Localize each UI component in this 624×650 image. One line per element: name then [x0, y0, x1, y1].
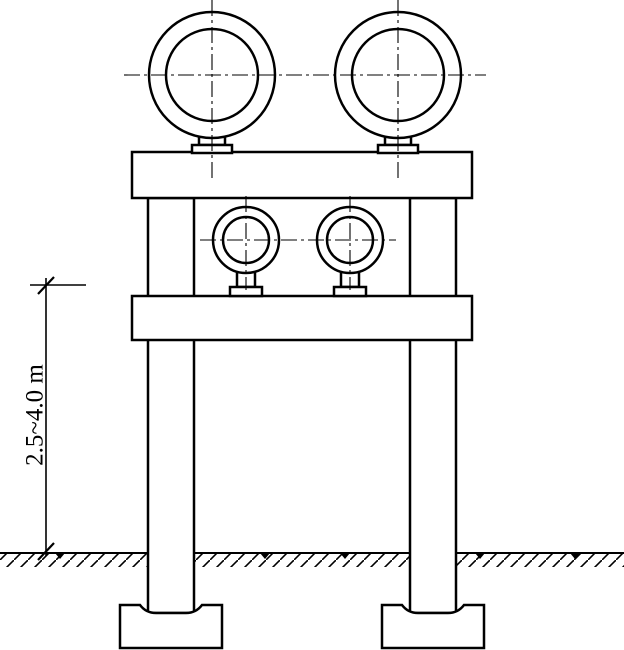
right-footing [380, 603, 486, 650]
lower-beam [130, 294, 474, 342]
left-column [146, 196, 196, 615]
support-columns [146, 196, 458, 615]
center-lines [124, 0, 486, 290]
height-dimension [30, 276, 86, 561]
ground-line [0, 552, 624, 567]
left-footing [118, 603, 224, 650]
upper-beam [130, 150, 474, 200]
right-column [408, 196, 458, 615]
footings [118, 603, 486, 650]
height-dimension-label: 2.5~4.0 m [21, 364, 49, 466]
crossbeams [130, 150, 474, 342]
lower-pipe-left [211, 205, 281, 275]
